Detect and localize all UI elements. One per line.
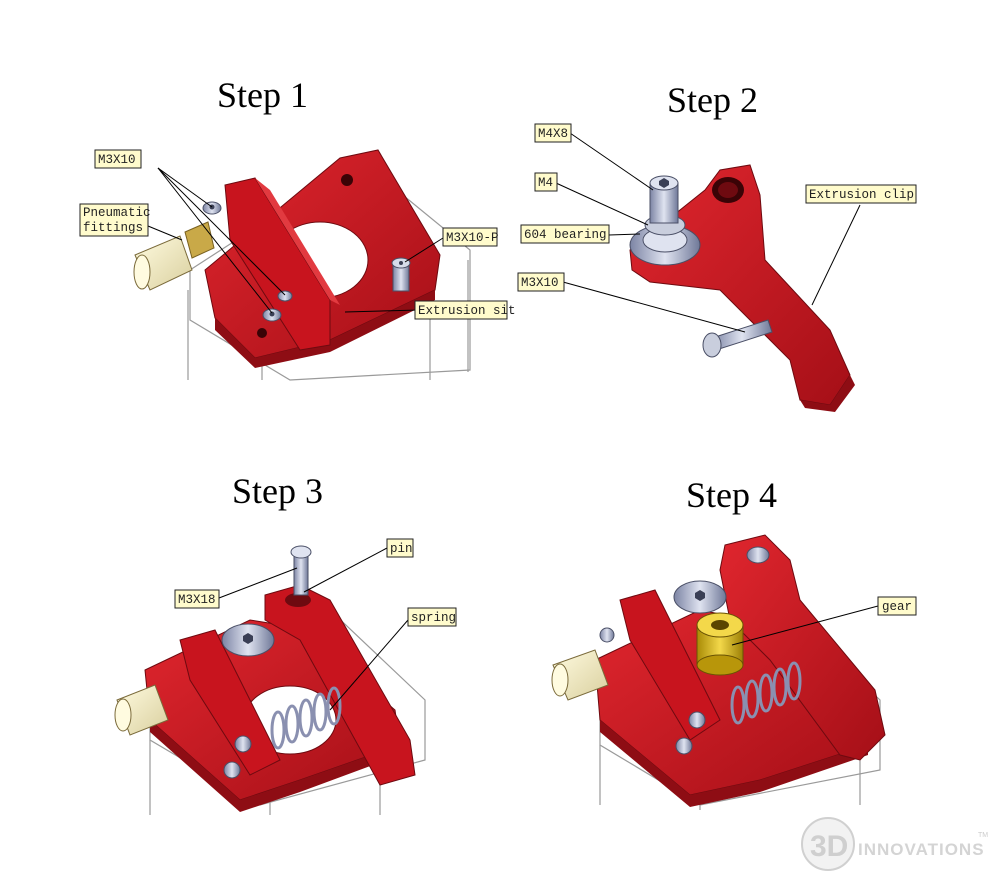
pneumatic-fitting [133,221,215,291]
step-3-leader-lines [218,547,409,711]
m3x10-screw-step2 [702,319,773,358]
m3-screw-3b [223,761,241,779]
callout-gear-text: gear [882,600,912,614]
callout-m3x18-text: M3X18 [178,593,216,607]
callout-extrusion-sit-text: Extrusion sit [418,304,516,318]
m3x10-screw-3 [277,290,293,302]
step-2-illustration: M4X8 M4 604 bearing M3X10 Extrusion clip [517,123,917,412]
bearing-4 [673,580,727,614]
m3-screw-4c [675,737,693,755]
step-1-leader-lines [147,167,444,314]
step-3-illustration: M3X18 pin spring [114,538,457,815]
step-2-title: Step 2 [667,80,759,120]
callout-pin-text: pin [390,542,413,556]
step-4-illustration: gear [551,534,917,810]
callout-604-bearing-text: 604 bearing [524,228,607,242]
callout-m4-text: M4 [538,176,553,190]
callout-m3x10-step2-text: M3X10 [521,276,559,290]
step-1-illustration: M3X10 Pneumatic fittings M3X10-P Extrusi… [79,149,516,381]
logo-name-text: INNOVATIONS [858,840,985,859]
callout-m3x10-step1-text: M3X10 [98,153,136,167]
pneumatic-fitting-3 [114,684,169,736]
callout-m3x10-step1: M3X10 [94,149,142,169]
step-3-title: Step 3 [232,471,324,511]
m3x10p-screw [391,257,411,292]
step-4-title: Step 4 [686,475,778,515]
step-2-leader-lines [555,132,861,333]
callout-m3x10p-text: M3X10-P [446,231,499,245]
callout-extrusion-sit: Extrusion sit [414,300,516,320]
pneumatic-fitting-4 [551,649,609,701]
callout-m4: M4 [534,172,558,192]
logo-tm-text: TM [978,832,988,839]
callout-extrusion-clip-text: Extrusion clip [809,188,914,202]
callout-m4x8-text: M4X8 [538,127,568,141]
callout-extrusion-clip: Extrusion clip [805,184,917,204]
m3-screw-4a [599,627,615,643]
extrusion-clip-4 [719,534,886,761]
drive-gear [696,612,744,676]
spring [270,686,342,750]
callout-spring: spring [407,607,457,627]
callout-604-bearing: 604 bearing [520,224,610,244]
step-4-leader-lines [731,605,879,646]
spring-4 [730,661,802,725]
callout-pneumatic-line2: fittings [83,221,143,235]
callout-m3x10-step2: M3X10 [517,272,565,292]
idler-arm-4 [619,589,721,741]
m3-screw-3a [234,735,252,753]
m4x8-screw [649,175,679,224]
callout-m3x18: M3X18 [174,589,220,609]
m3-screw-4b [688,711,706,729]
3d-innovations-logo: 3D INNOVATIONS TM [801,817,988,871]
step-1-title: Step 1 [217,75,309,115]
callout-pin: pin [386,538,414,558]
callout-spring-text: spring [411,611,456,625]
m3x10-screw-1 [202,201,222,215]
m3x10-screw-2 [262,308,282,322]
extruder-arm-3 [179,584,416,786]
callout-gear: gear [877,596,917,616]
callout-m4x8: M4X8 [534,123,572,143]
callout-pneumatic-fittings: Pneumatic fittings [79,203,151,237]
logo-3d-text: 3D [810,830,848,863]
m3x18-screw [290,545,312,596]
callout-m3x10p: M3X10-P [442,227,499,247]
callout-pneumatic-line1: Pneumatic [83,206,151,220]
bearing-3 [221,623,275,657]
